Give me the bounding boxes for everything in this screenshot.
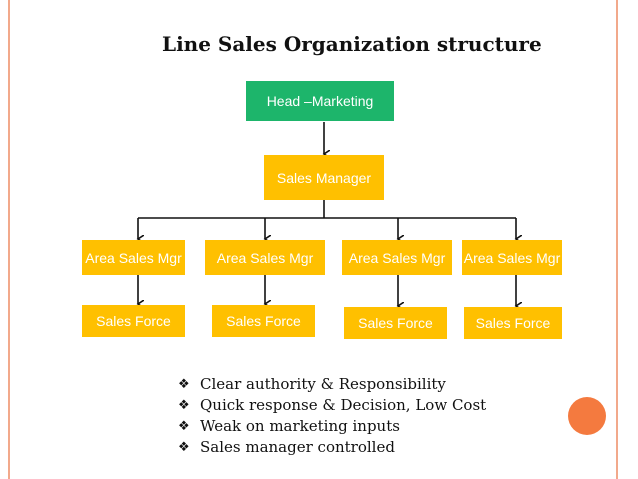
diamond-bullet-icon: ❖ bbox=[178, 398, 190, 413]
sales-manager-box: Sales Manager bbox=[264, 155, 384, 200]
area-sales-mgr-box-3: Area Sales Mgr bbox=[342, 240, 452, 275]
bullet-text: Clear authority & Responsibility bbox=[200, 375, 446, 393]
bullet-list: ❖ Clear authority & Responsibility ❖ Qui… bbox=[178, 374, 486, 458]
bullet-text: Sales manager controlled bbox=[200, 438, 395, 456]
sales-force-box-1: Sales Force bbox=[82, 305, 185, 337]
bullet-item: ❖ Sales manager controlled bbox=[178, 437, 486, 458]
sales-force-box-4: Sales Force bbox=[464, 307, 562, 339]
diamond-bullet-icon: ❖ bbox=[178, 377, 190, 392]
slide-border-left bbox=[8, 0, 10, 479]
bullet-item: ❖ Weak on marketing inputs bbox=[178, 416, 486, 437]
area-sales-mgr-box-4: Area Sales Mgr bbox=[462, 240, 562, 275]
slide-title: Line Sales Organization structure bbox=[162, 32, 542, 56]
bullet-text: Weak on marketing inputs bbox=[200, 417, 400, 435]
area-sales-mgr-box-1: Area Sales Mgr bbox=[82, 240, 185, 275]
head-marketing-box: Head –Marketing bbox=[246, 81, 394, 121]
bullet-text: Quick response & Decision, Low Cost bbox=[200, 396, 487, 414]
slide-border-right bbox=[616, 0, 618, 479]
diamond-bullet-icon: ❖ bbox=[178, 440, 190, 455]
bullet-item: ❖ Quick response & Decision, Low Cost bbox=[178, 395, 486, 416]
accent-circle bbox=[568, 397, 606, 435]
area-sales-mgr-box-2: Area Sales Mgr bbox=[205, 240, 325, 275]
sales-force-box-3: Sales Force bbox=[344, 307, 447, 339]
bullet-item: ❖ Clear authority & Responsibility bbox=[178, 374, 486, 395]
diamond-bullet-icon: ❖ bbox=[178, 419, 190, 434]
sales-force-box-2: Sales Force bbox=[212, 305, 315, 337]
